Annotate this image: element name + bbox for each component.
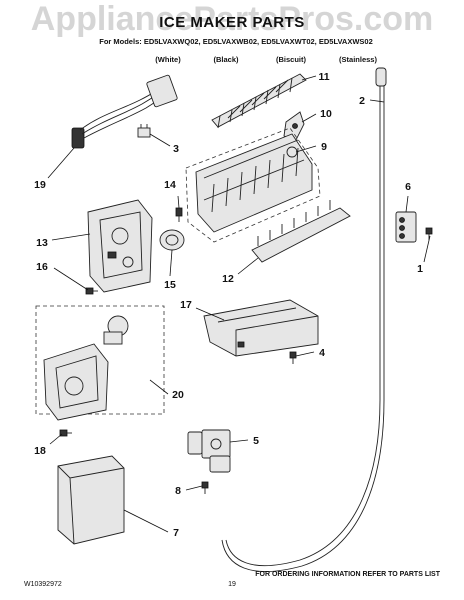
- callout-5: 5: [253, 435, 259, 447]
- control-module-part: [43, 315, 129, 421]
- callout-13: 13: [36, 237, 48, 249]
- color-biscuit: (Biscuit): [276, 55, 307, 64]
- leader-19: [47, 147, 75, 179]
- leader-9: [295, 145, 317, 153]
- callout-4: 4: [319, 347, 325, 359]
- leader-16: [53, 267, 89, 291]
- motor-part: [159, 229, 185, 251]
- callout-11: 11: [318, 71, 329, 83]
- connector-part: [137, 124, 151, 138]
- ice-stripper-part: [251, 200, 351, 263]
- callout-2: 2: [359, 95, 365, 107]
- callout-6: 6: [405, 181, 411, 193]
- screw-8-part: [201, 481, 209, 494]
- leader-17: [195, 307, 225, 321]
- cover-part: [203, 299, 319, 357]
- callout-10: 10: [320, 108, 332, 120]
- callout-3: 3: [173, 143, 179, 155]
- leader-1: [423, 235, 431, 263]
- color-stainless: (Stainless): [339, 55, 377, 64]
- screw-16-part: [85, 287, 98, 295]
- leader-11: [301, 75, 317, 81]
- wire-harness-part: [71, 74, 178, 149]
- leader-8: [185, 485, 203, 491]
- bracket-part: [283, 111, 305, 141]
- callout-8: 8: [175, 485, 181, 497]
- screw-1-part: [425, 227, 433, 240]
- leader-3: [149, 133, 171, 147]
- leader-20: [149, 379, 169, 395]
- leader-7: [123, 509, 169, 533]
- screw-4-part: [289, 351, 297, 364]
- callout-1: 1: [417, 263, 423, 275]
- callout-17: 17: [180, 299, 192, 311]
- callout-15: 15: [164, 279, 176, 291]
- leader-4: [295, 351, 315, 357]
- color-black: (Black): [213, 55, 239, 64]
- watermark: AppliancePartsPros.com: [31, 0, 433, 38]
- leader-18: [49, 433, 63, 445]
- ice-maker-mold-part: [185, 127, 321, 243]
- callout-9: 9: [321, 141, 327, 153]
- leader-12: [237, 257, 259, 275]
- screw-14-part: [175, 207, 183, 222]
- leader-13: [51, 233, 91, 241]
- leader-5: [229, 439, 249, 443]
- callout-20: 20: [172, 389, 184, 401]
- ejector-part: [211, 73, 307, 129]
- leader-2: [369, 99, 385, 103]
- callout-7: 7: [173, 527, 179, 539]
- callout-12: 12: [222, 273, 234, 285]
- callout-18: 18: [34, 445, 46, 457]
- models-line: For Models: ED5LVAXWQ02, ED5LVAXWB02, ED…: [99, 37, 373, 46]
- valve-cover-part: [57, 455, 125, 545]
- leader-6: [405, 195, 409, 213]
- callout-14: 14: [164, 179, 176, 191]
- module-group-outline: [35, 305, 165, 415]
- leader-10: [301, 113, 317, 123]
- callout-16: 16: [36, 261, 48, 273]
- leader-15: [169, 249, 173, 277]
- screw-18-part: [59, 429, 72, 437]
- doc-number: W10392972: [24, 581, 62, 588]
- fill-tube-part: [221, 67, 387, 572]
- control-housing-part: [87, 199, 153, 293]
- color-white: (White): [155, 55, 181, 64]
- callout-19: 19: [34, 179, 46, 191]
- page-number: 19: [228, 581, 236, 588]
- ordering-note: FOR ORDERING INFORMATION REFER TO PARTS …: [255, 571, 440, 578]
- water-valve-part: [187, 429, 231, 473]
- wire-clip-part: [395, 211, 417, 243]
- leader-14: [177, 195, 180, 209]
- page-title: ICE MAKER PARTS: [159, 14, 305, 31]
